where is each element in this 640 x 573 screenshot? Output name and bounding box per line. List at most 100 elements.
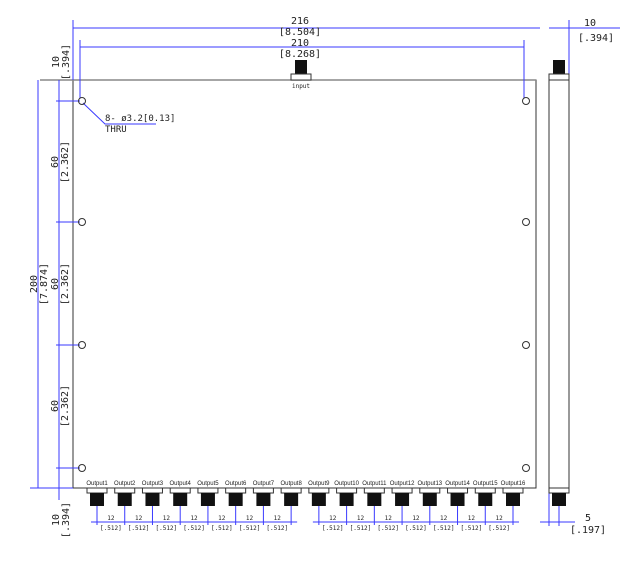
dim-60-a: 60 <box>50 156 61 168</box>
connector-body <box>339 493 354 506</box>
output-pitch-7: 12 <box>274 515 282 522</box>
output-pitch-14: 12 <box>468 515 476 522</box>
connector-body <box>395 493 410 506</box>
connector-flange <box>336 487 358 494</box>
output-label-8: Output8 <box>280 481 302 487</box>
connector-flange <box>474 487 496 494</box>
connector-body <box>145 493 160 506</box>
mounting-hole-right-4 <box>522 464 530 472</box>
dim-top-10: 10 <box>51 56 62 68</box>
dim-side-5-inch: [.197] <box>570 525 606 536</box>
dim-216-inch: [8.504] <box>279 27 321 38</box>
mounting-hole-left-1 <box>78 97 86 105</box>
output-pitch-inch-9: [.512] <box>322 525 344 532</box>
dim-210-inch: [8.268] <box>279 49 321 60</box>
output-pitch-10: 12 <box>357 515 365 522</box>
dim-side-10: 10 <box>584 18 596 29</box>
mounting-hole-left-2 <box>78 218 86 226</box>
output-pitch-inch-11: [.512] <box>377 525 399 532</box>
mounting-hole-right-3 <box>522 341 530 349</box>
connector-flange <box>419 487 441 494</box>
output-pitch-15: 12 <box>496 515 504 522</box>
output-label-13: Output13 <box>417 481 442 487</box>
connector-flange <box>308 487 330 494</box>
output-pitch-4: 12 <box>190 515 198 522</box>
dim-bottom-10: 10 <box>51 514 62 526</box>
connector-body <box>506 493 520 506</box>
connector-body <box>256 493 271 506</box>
output-pitch-2: 12 <box>135 515 143 522</box>
output-pitch-inch-5: [.512] <box>211 525 233 532</box>
output-pitch-inch-7: [.512] <box>266 525 288 532</box>
output-label-9: Output9 <box>308 481 330 487</box>
output-connector-1 <box>86 487 108 506</box>
output-label-5: Output5 <box>197 481 219 487</box>
output-label-15: Output15 <box>473 481 498 487</box>
dim-60-b-inch: [2.362] <box>60 263 71 305</box>
connector-body <box>478 493 493 506</box>
output-label-4: Output4 <box>170 481 192 487</box>
hole-note-thru: THRU <box>105 125 127 135</box>
connector-flange <box>114 487 136 494</box>
output-pitch-inch-1: [.512] <box>100 525 122 532</box>
output-label-6: Output6 <box>225 481 247 487</box>
connector-body <box>367 493 382 506</box>
mounting-hole-left-3 <box>78 341 86 349</box>
connector-body <box>553 60 565 74</box>
output-connector-14 <box>447 487 469 506</box>
connector-flange <box>280 487 302 494</box>
output-connector-6 <box>225 487 247 506</box>
output-pitch-inch-3: [.512] <box>155 525 177 532</box>
mounting-hole-right-1 <box>522 97 530 105</box>
dim-bottom-10-inch: [.394] <box>61 502 72 538</box>
dim-216: 216 <box>291 16 309 27</box>
output-pitch-inch-4: [.512] <box>183 525 205 532</box>
output-connector-7 <box>252 487 274 506</box>
output-connector-3 <box>141 487 163 506</box>
connector-flange <box>169 487 191 494</box>
dim-side-5: 5 <box>585 513 591 524</box>
output-pitch-inch-12: [.512] <box>405 525 427 532</box>
connector-body <box>295 60 307 74</box>
dim-200-inch: [7.874] <box>39 263 50 305</box>
output-connector-11 <box>363 487 385 506</box>
side-input-connector <box>548 60 570 81</box>
output-pitch-inch-13: [.512] <box>433 525 455 532</box>
output-connector-4 <box>169 487 191 506</box>
output-pitch-inch-10: [.512] <box>350 525 372 532</box>
output-connector-16 <box>502 487 524 506</box>
output-label-12: Output12 <box>390 481 415 487</box>
output-pitch-inch-15: [.512] <box>488 525 510 532</box>
output-pitch-11: 12 <box>385 515 393 522</box>
connector-body <box>173 493 188 506</box>
output-connector-10 <box>336 487 358 506</box>
output-label-11: Output11 <box>362 481 387 487</box>
output-connector-12 <box>391 487 413 506</box>
output-pitch-3: 12 <box>163 515 171 522</box>
connector-flange <box>141 487 163 494</box>
hole-note-leader <box>82 102 156 125</box>
output-label-16: Output16 <box>501 481 526 487</box>
output-connector-8 <box>280 487 302 506</box>
dim-side-10-inch: [.394] <box>578 33 614 44</box>
input-connector <box>290 60 312 81</box>
connector-flange <box>225 487 247 494</box>
connector-body <box>552 493 566 506</box>
output-pitch-5: 12 <box>218 515 226 522</box>
output-pitch-9: 12 <box>329 515 337 522</box>
output-pitch-6: 12 <box>246 515 254 522</box>
output-label-3: Output3 <box>142 481 164 487</box>
connector-body <box>117 493 132 506</box>
connector-flange <box>502 487 524 494</box>
output-pitch-inch-6: [.512] <box>239 525 261 532</box>
dim-60-a-inch: [2.362] <box>60 141 71 183</box>
connector-flange <box>252 487 274 494</box>
connector-flange <box>447 487 469 494</box>
connector-flange <box>197 487 219 494</box>
mounting-hole-left-4 <box>78 464 86 472</box>
dim-60-c-inch: [2.362] <box>60 385 71 427</box>
connector-flange <box>290 73 312 81</box>
output-connector-2 <box>114 487 136 506</box>
output-pitch-inch-14: [.512] <box>461 525 483 532</box>
